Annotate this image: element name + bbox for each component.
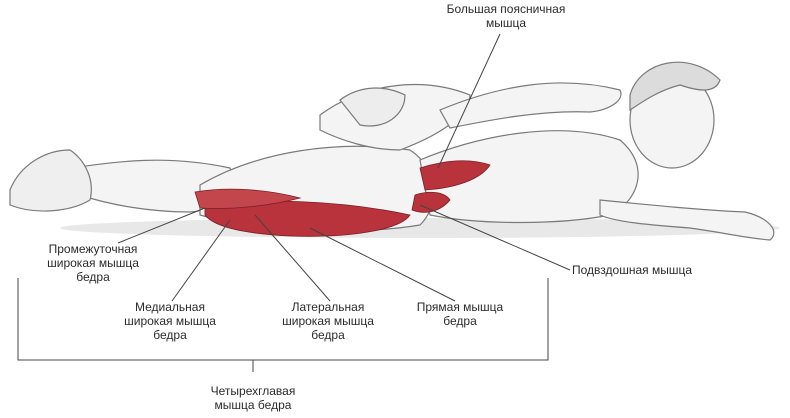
vastus-medialis-shape: [194, 188, 302, 209]
hair: [629, 61, 721, 112]
torso: [419, 130, 639, 224]
shoe: [9, 149, 92, 212]
label-quadriceps: Четырехглавая мышца бедра: [210, 384, 296, 412]
outstretched-arm: [599, 199, 775, 241]
label-vastus-intermedius: Промежуточная широкая мышца бедра: [47, 242, 139, 284]
leader-lateral: [254, 214, 331, 302]
quadriceps-bracket: [17, 278, 549, 361]
raised-arm: [439, 82, 622, 129]
label-iliacus: Подвздошная мышца: [572, 263, 692, 277]
iliacus-shape: [411, 191, 451, 213]
muscles: [194, 160, 491, 237]
psoas-shape: [419, 160, 491, 191]
leader-medial: [171, 219, 231, 302]
label-vastus-lateralis: Латеральная широкая мышца бедра: [282, 300, 374, 342]
leader-lines: [17, 33, 571, 372]
label-vastus-medialis: Медиальная широкая мышца бедра: [124, 300, 216, 342]
holding-hand: [339, 87, 406, 127]
leader-inter: [117, 207, 206, 244]
leader-iliacus: [419, 204, 571, 271]
leader-psoas: [437, 33, 501, 169]
label-rectus-femoris: Прямая мышца бедра: [416, 300, 504, 328]
leader-rectus: [309, 227, 456, 302]
label-psoas-major: Большая поясничная мышца: [446, 2, 566, 30]
